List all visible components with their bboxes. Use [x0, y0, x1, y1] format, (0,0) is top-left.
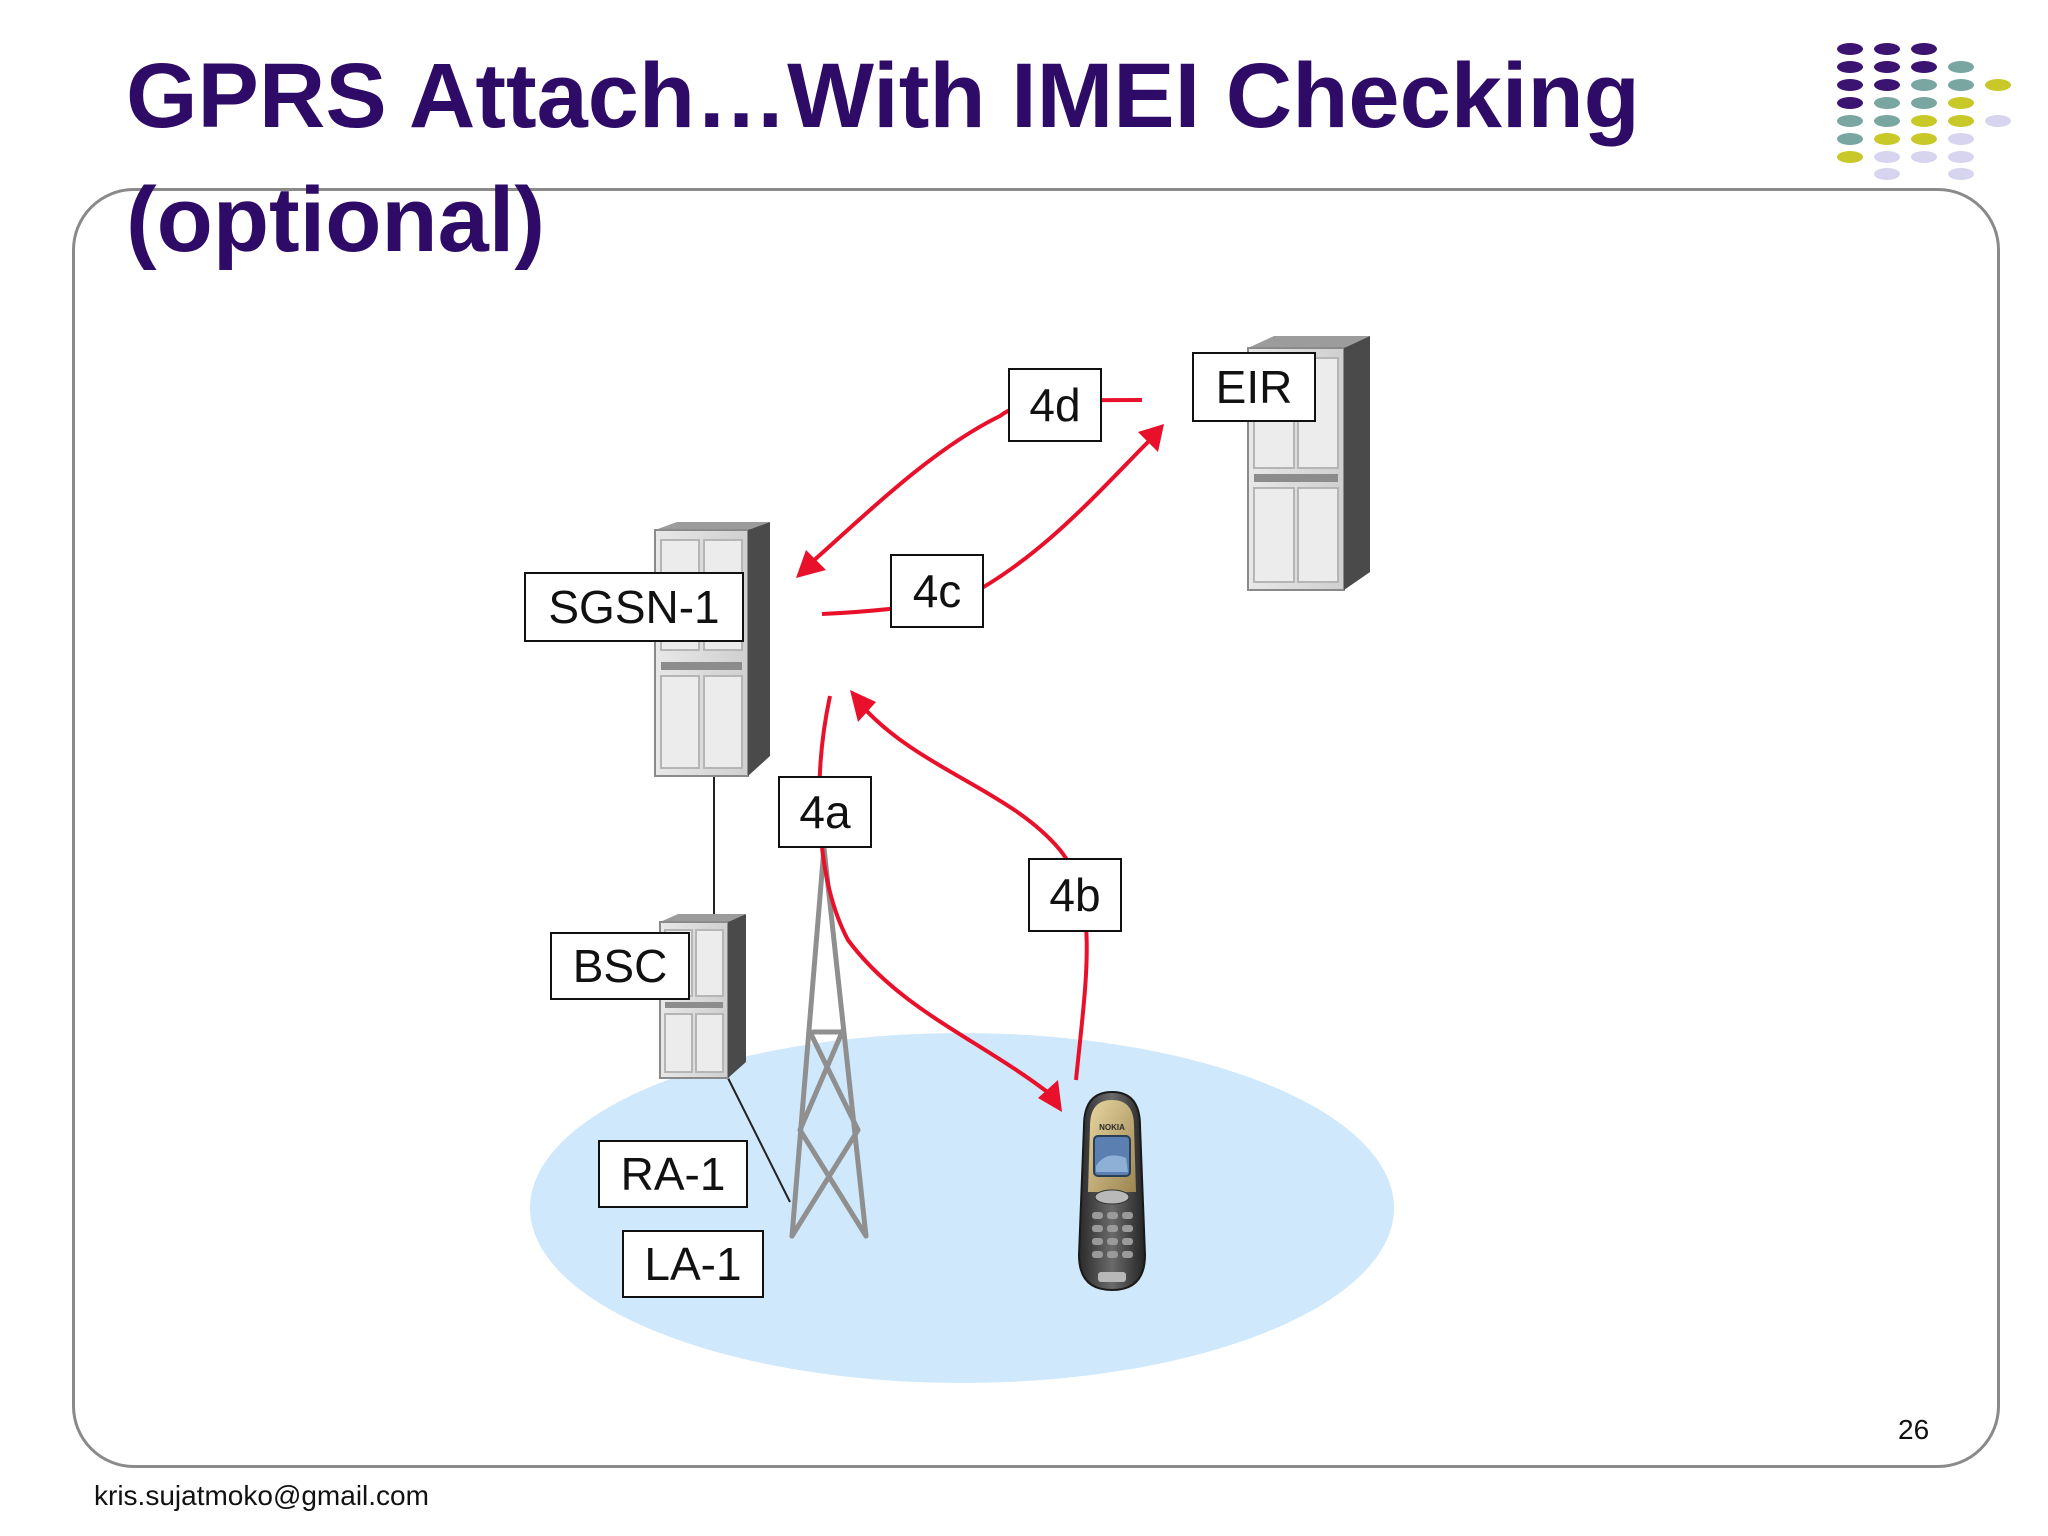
- slide-title-line-2: (optional): [126, 169, 545, 271]
- step-4d-label: 4d: [1008, 368, 1102, 442]
- sgsn-server-icon: [654, 522, 770, 777]
- dot-row-1: [1837, 43, 1937, 55]
- dot-row-5: [1837, 115, 2011, 127]
- bsc-label: BSC: [550, 932, 690, 1000]
- bsc-tower-link: [727, 1077, 791, 1203]
- phone-brand-label: NOKIA: [1099, 1123, 1125, 1132]
- slide-title: GPRS Attach…With IMEI Checking (optional…: [126, 34, 1826, 282]
- content-frame: [72, 188, 2000, 1468]
- cell-tower-icon: [789, 845, 869, 1239]
- arrow-4b-phone-to-sgsn: [850, 690, 1089, 1081]
- dot-row-7: [1837, 151, 1974, 163]
- slide-title-line-1: GPRS Attach…With IMEI Checking: [126, 45, 1640, 147]
- arrow-4c-sgsn-to-eir: [821, 424, 1164, 616]
- decorative-dot-grid: [1837, 43, 2011, 180]
- page-number: 26: [1898, 1414, 1930, 1445]
- step-4a-label: 4a: [778, 776, 872, 848]
- dot-row-6: [1837, 133, 1974, 145]
- footer-email: kris.sujatmoko@gmail.com: [94, 1480, 429, 1511]
- sgsn-label: SGSN-1: [524, 572, 744, 642]
- dot-row-3: [1837, 79, 2011, 91]
- step-4b-label: 4b: [1028, 858, 1122, 932]
- la-label: LA-1: [622, 1230, 764, 1298]
- ra-label: RA-1: [598, 1140, 748, 1208]
- dot-row-8: [1874, 168, 1974, 180]
- mobile-phone-icon: NOKIA: [1077, 1090, 1147, 1292]
- step-4c-label: 4c: [890, 554, 984, 628]
- dot-row-2: [1837, 61, 1974, 73]
- eir-label: EIR: [1192, 352, 1316, 422]
- dot-row-4: [1837, 97, 1974, 109]
- coverage-area: [530, 1033, 1394, 1383]
